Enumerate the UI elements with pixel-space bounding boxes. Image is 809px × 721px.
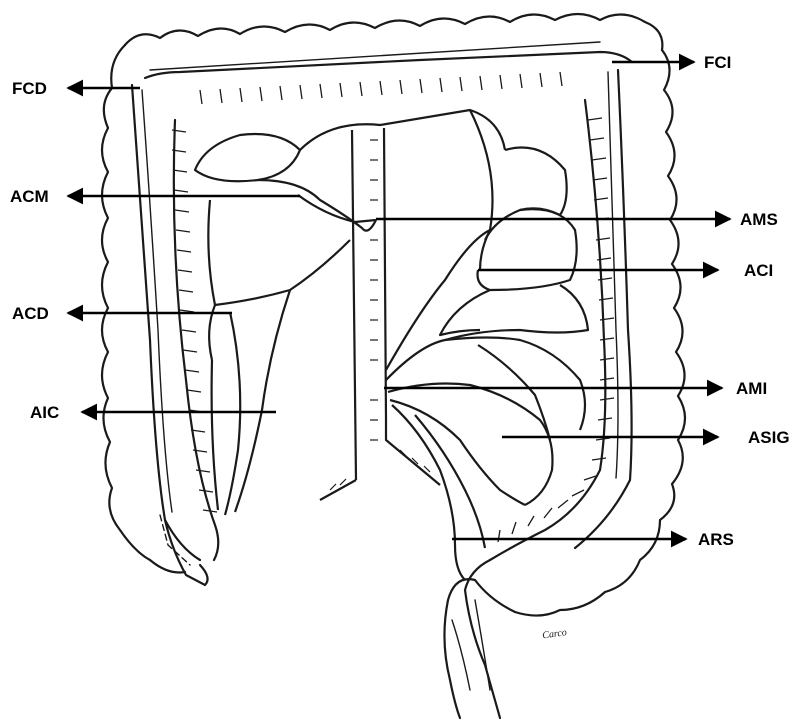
marginal-hatching (172, 72, 614, 542)
label-fcd: FCD (12, 79, 47, 98)
label-ami: AMI (736, 379, 767, 398)
label-fci: FCI (704, 53, 731, 72)
label-asig: ASIG (748, 428, 790, 447)
label-aci: ACI (744, 261, 773, 280)
mesenteric-vessels (195, 110, 588, 580)
artist-signature: Carco (542, 627, 568, 641)
labels: FCD FCI ACM AMS ACI ACD AMI AIC ASIG ARS (10, 53, 790, 549)
label-acm: ACM (10, 187, 49, 206)
label-ams: AMS (740, 210, 778, 229)
label-ars: ARS (698, 530, 734, 549)
label-aic: AIC (30, 403, 59, 422)
label-acd: ACD (12, 304, 49, 323)
colon-outline (102, 14, 685, 718)
